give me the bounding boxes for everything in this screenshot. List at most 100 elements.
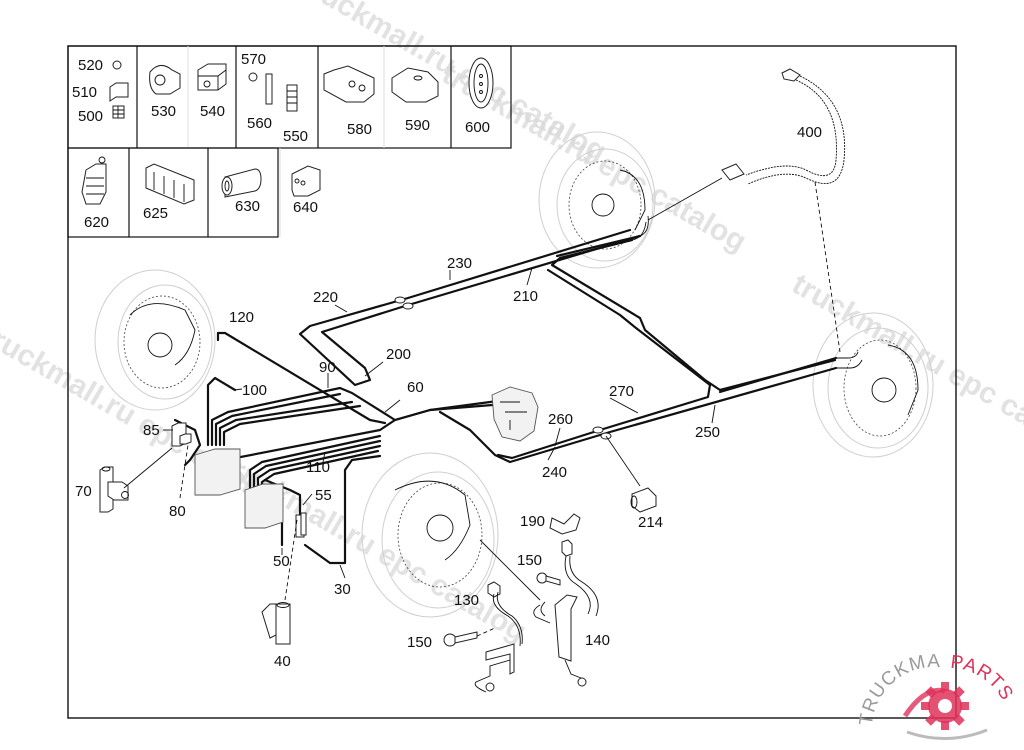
callout-210[interactable]: 210 xyxy=(513,288,538,305)
pipe-bundle-2 xyxy=(218,400,354,447)
gear-icon xyxy=(902,682,988,740)
multi-holder-icon xyxy=(145,163,195,205)
wheel-front-left xyxy=(361,452,499,618)
sleeve-214 xyxy=(605,435,657,513)
part-number: 570 xyxy=(241,51,266,68)
nut-icon xyxy=(248,72,258,82)
bracket-190 xyxy=(549,513,581,535)
legend-cell-620[interactable]: 620 xyxy=(81,156,109,231)
wheel-front-right xyxy=(538,131,656,269)
callout-80[interactable]: 80 xyxy=(169,503,186,520)
valve-clip-icon xyxy=(81,163,107,205)
wheel-rear-right xyxy=(812,312,934,458)
part-number: 600 xyxy=(465,119,490,136)
callout-190[interactable]: 190 xyxy=(520,513,545,530)
callout-250[interactable]: 250 xyxy=(695,424,720,441)
brake-hose-400 xyxy=(647,68,846,353)
part-number: 510 xyxy=(72,84,97,101)
callout-220[interactable]: 220 xyxy=(313,289,338,306)
callout-85[interactable]: 85 xyxy=(143,422,160,439)
callout-130[interactable]: 130 xyxy=(454,592,479,609)
legend-cell-640[interactable]: 640 xyxy=(291,165,321,216)
part-number: 540 xyxy=(200,103,225,120)
callout-100[interactable]: 100 xyxy=(242,382,267,399)
callout-140[interactable]: 140 xyxy=(585,632,610,649)
part-number: 580 xyxy=(347,121,372,138)
sleeve-icon xyxy=(224,168,262,198)
callout-200[interactable]: 200 xyxy=(386,346,411,363)
watermark-layer: truckmall.ru epc catalog truckmall.ru ep… xyxy=(0,0,1024,649)
wheel-rear-left xyxy=(94,269,216,411)
legend-cell-580[interactable]: 580 xyxy=(323,65,375,138)
pipe-260 xyxy=(438,366,838,464)
legend-cell-clips-small[interactable]: 520 510 500 xyxy=(72,57,129,125)
bracket-line-140 xyxy=(479,539,599,687)
callout-240[interactable]: 240 xyxy=(542,464,567,481)
grommet-ring-icon xyxy=(468,57,494,109)
part-number: 500 xyxy=(78,108,103,125)
diagram-frame xyxy=(67,45,957,719)
bracket-strip-icon xyxy=(265,73,273,105)
legend-bottom-row xyxy=(67,147,281,238)
legend-top-row xyxy=(67,45,512,149)
bracket-85 xyxy=(171,422,192,447)
pipe-100 xyxy=(206,376,237,447)
callout-260[interactable]: 260 xyxy=(548,411,573,428)
part-number: 625 xyxy=(143,205,168,222)
callout-60[interactable]: 60 xyxy=(407,379,424,396)
callout-55[interactable]: 55 xyxy=(315,487,332,504)
pipe-30 xyxy=(303,454,382,565)
bolt-150-lower xyxy=(443,627,496,647)
pipe-230 xyxy=(298,228,642,387)
pipe-85 xyxy=(173,418,202,467)
legend-cell-630[interactable]: 630 xyxy=(221,168,262,215)
part-number: 520 xyxy=(78,57,103,74)
fitting-70 xyxy=(99,466,129,513)
legend-cell-530[interactable]: 530 xyxy=(149,65,181,120)
pipe-holder-icon xyxy=(197,63,227,91)
part-number: 590 xyxy=(405,117,430,134)
part-number: 620 xyxy=(84,214,109,231)
callout-214[interactable]: 214 xyxy=(638,514,663,531)
part-number: 640 xyxy=(293,199,318,216)
callout-40[interactable]: 40 xyxy=(274,653,291,670)
pipe-250 xyxy=(496,234,712,460)
callout-400[interactable]: 400 xyxy=(797,124,822,141)
clip-55 xyxy=(295,512,307,538)
connector-icon xyxy=(112,105,125,119)
callout-30[interactable]: 30 xyxy=(334,581,351,598)
leader-lines xyxy=(123,267,716,579)
callout-110[interactable]: 110 xyxy=(306,459,330,476)
pipe-bundle-3 xyxy=(222,404,362,447)
callout-50[interactable]: 50 xyxy=(273,553,290,570)
bolt-150-upper xyxy=(536,572,561,586)
part-number: 550 xyxy=(283,128,308,145)
callout-90[interactable]: 90 xyxy=(319,359,336,376)
pipe-270 xyxy=(718,356,838,394)
part-number: 530 xyxy=(151,103,176,120)
callout-230[interactable]: 230 xyxy=(447,255,472,272)
callout-150-upper[interactable]: 150 xyxy=(517,552,542,569)
pipe-120 xyxy=(216,331,387,425)
pipe-bundle-1 xyxy=(214,392,342,447)
legend-cell-625[interactable]: 625 xyxy=(143,163,195,222)
grommet-icon xyxy=(112,60,122,70)
callout-270[interactable]: 270 xyxy=(609,383,634,400)
callout-120[interactable]: 120 xyxy=(229,309,254,326)
bracket-line-130 xyxy=(474,581,523,693)
callout-70[interactable]: 70 xyxy=(75,483,92,500)
legend-cell-600[interactable]: 600 xyxy=(465,57,494,136)
coupler-220-230 xyxy=(394,296,414,310)
pipe-210 xyxy=(550,238,837,392)
multi-clip-icon xyxy=(286,84,298,112)
double-clamp-icon xyxy=(391,67,439,103)
legend-cell-590[interactable]: 590 xyxy=(391,67,439,134)
legend-cell-570-560-550[interactable]: 570 560 550 xyxy=(241,51,308,145)
callout-labels: 400 230 220 210 120 200 90 100 60 270 26… xyxy=(75,124,822,670)
legend-cell-540[interactable]: 540 xyxy=(197,63,227,120)
pipe-60 xyxy=(223,398,507,462)
brake-valve-unit xyxy=(491,386,539,442)
pipe-110-a xyxy=(248,434,382,502)
callout-150-lower[interactable]: 150 xyxy=(407,634,432,651)
